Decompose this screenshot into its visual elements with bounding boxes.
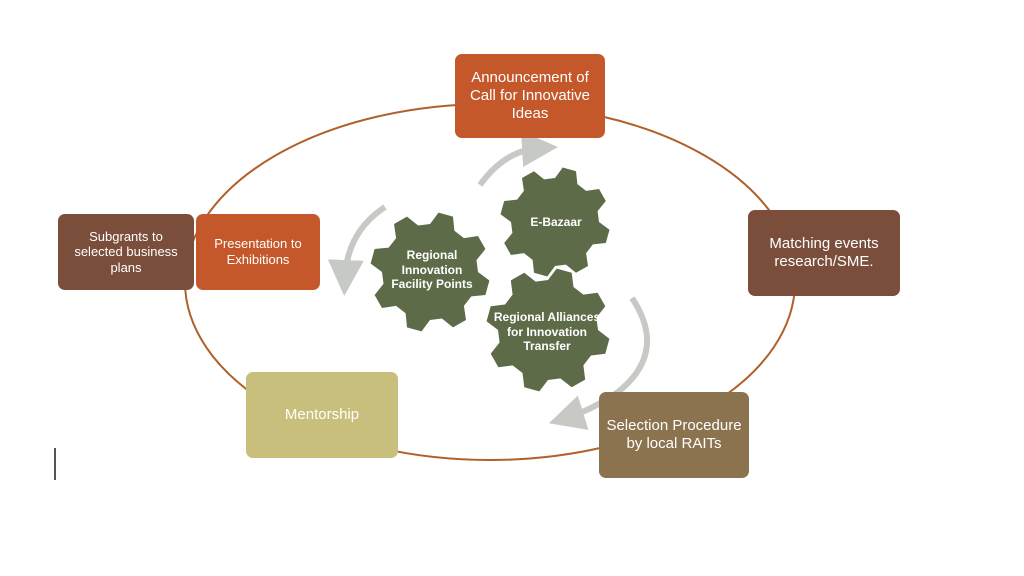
presentation-box: Presentation to Exhibitions xyxy=(196,214,320,290)
gear-ebazaar xyxy=(500,167,610,277)
text-cursor xyxy=(54,448,56,480)
gear-regional-alliances xyxy=(486,268,610,392)
circular-arrow-left xyxy=(327,204,387,296)
gear-label-ebazaar: E-Bazaar xyxy=(530,214,582,229)
matching-events-box: Matching events research/SME. xyxy=(748,210,900,296)
selection-procedure-box: Selection Procedure by local RAITs xyxy=(599,392,749,478)
subgrants-box: Subgrants to selected business plans xyxy=(58,214,194,290)
gear-regional-facility xyxy=(370,212,490,332)
gear-label-regional-facility: Regional Innovation Facility Points xyxy=(391,248,473,292)
circular-arrow-right xyxy=(548,296,650,430)
mentorship-box: Mentorship xyxy=(246,372,398,458)
circular-arrow-top xyxy=(477,131,558,187)
announcement-box: Announcement of Call for Innovative Idea… xyxy=(455,54,605,138)
gear-label-regional-alliances: Regional Alliances for Innovation Transf… xyxy=(493,310,601,354)
